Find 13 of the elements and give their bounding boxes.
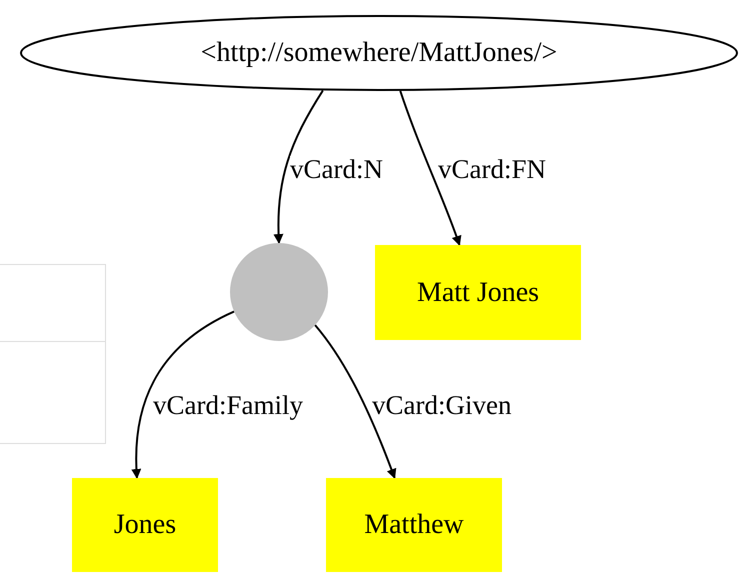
arrow	[274, 90, 324, 244]
value-box	[326, 478, 502, 572]
value-box	[72, 478, 218, 572]
arrow	[132, 310, 234, 479]
node-label: Jones	[114, 511, 176, 539]
ellipse-node	[20, 15, 738, 91]
node-label: <http://somewhere/MattJones/>	[200, 39, 558, 67]
node-label: Matthew	[364, 511, 464, 539]
value-box	[375, 245, 581, 340]
edge-label: vCard:Family	[153, 392, 303, 419]
node-label: Matt Jones	[416, 278, 540, 306]
arrow	[314, 324, 396, 479]
arrow	[399, 90, 462, 246]
